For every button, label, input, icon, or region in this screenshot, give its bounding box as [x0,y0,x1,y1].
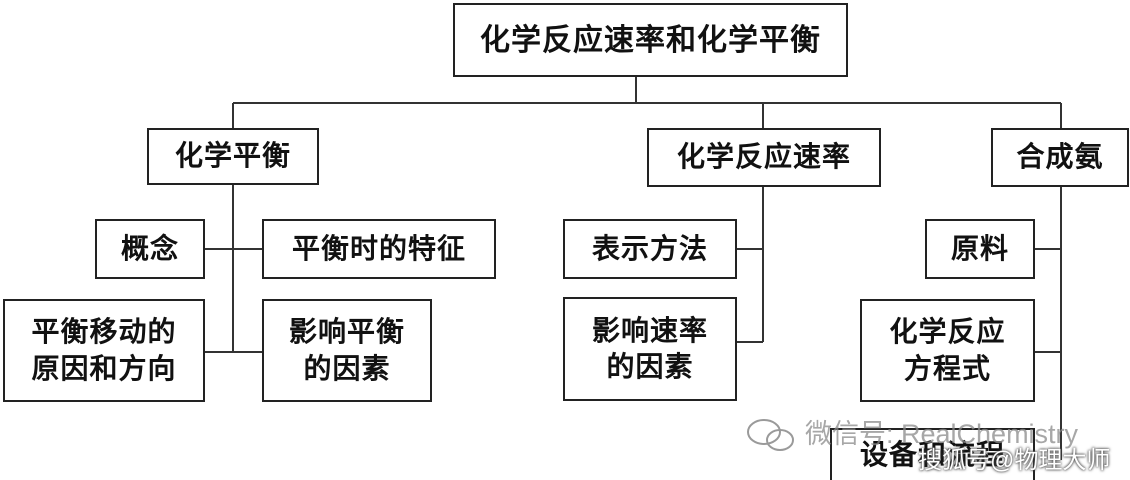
root-node: 化学反应速率和化学平衡 [453,3,848,77]
node-equipment-process: 设备和流程 [830,428,1035,480]
node-ammonia-synthesis: 合成氨 [991,128,1129,187]
node-rate-factors: 影响速率 的因素 [563,297,737,401]
wechat-watermark: 微信号: RealChemistry [805,419,1079,449]
wechat-icon [747,419,794,451]
node-equilibrium: 化学平衡 [147,128,319,185]
node-equilibrium-features: 平衡时的特征 [262,219,496,279]
node-rate-expression: 表示方法 [563,219,737,279]
node-raw-materials: 原料 [925,219,1035,279]
node-reaction-rate: 化学反应速率 [647,128,881,187]
sohu-watermark: 搜狐号@物理大师 [918,447,1111,474]
node-equilibrium-factors: 影响平衡 的因素 [262,299,432,402]
node-shift-reason-direction: 平衡移动的 原因和方向 [3,299,205,402]
node-reaction-equation: 化学反应 方程式 [860,299,1035,402]
node-concept: 概念 [95,219,205,279]
